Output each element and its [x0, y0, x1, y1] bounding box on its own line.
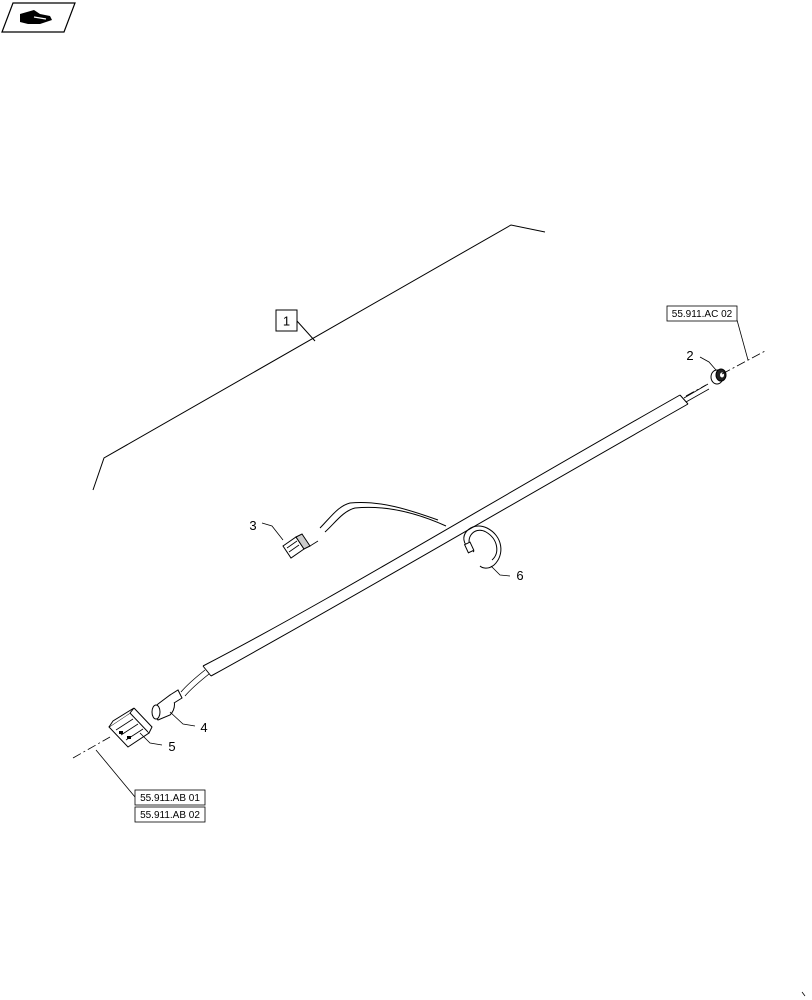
centerline-upper: [685, 349, 768, 397]
reference-ab01-label: 55.911.AB 01: [140, 793, 200, 804]
corner-mark: [801, 991, 806, 997]
leader-lines: [95, 319, 749, 798]
centerline-lower: [72, 736, 111, 759]
boot-4[interactable]: [151, 689, 183, 721]
callout-6-label: 6: [516, 568, 523, 583]
harness-bracket: [92, 224, 546, 491]
callout-5-label: 5: [168, 739, 175, 754]
reference-ab02[interactable]: 55.911.AB 02: [134, 806, 206, 823]
reference-ac02-label: 55.911.AC 02: [672, 309, 733, 320]
callout-4-label: 4: [200, 720, 207, 735]
tie-strap-6[interactable]: [463, 525, 502, 569]
reference-ac02[interactable]: 55.911.AC 02: [666, 305, 738, 322]
reference-ab01[interactable]: 55.911.AB 01: [134, 789, 206, 806]
hand-pointing-icon[interactable]: [1, 2, 76, 33]
callout-1-label: 1: [283, 314, 290, 329]
callout-1[interactable]: 1: [275, 309, 298, 332]
callout-3-label: 3: [249, 518, 256, 533]
connector-5[interactable]: [108, 707, 153, 748]
connector-3[interactable]: [282, 533, 319, 559]
branch-wire: [319, 501, 447, 533]
main-cable: [180, 383, 710, 697]
connector-2[interactable]: [710, 368, 727, 385]
reference-ab02-label: 55.911.AB 02: [140, 810, 200, 821]
callout-2-label: 2: [686, 348, 693, 363]
